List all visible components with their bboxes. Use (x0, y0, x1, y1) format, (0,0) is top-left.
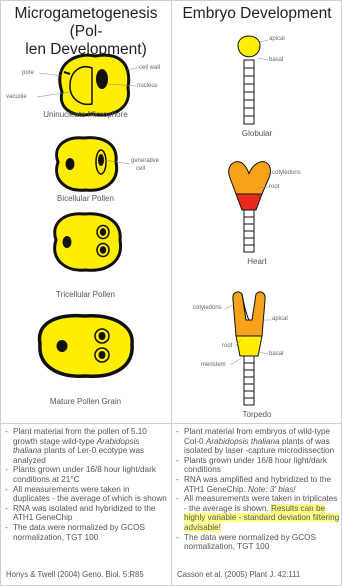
label-torpedo-root: root (222, 343, 232, 349)
apical-leader (260, 40, 268, 42)
torpedo-basal-leader (258, 352, 268, 354)
embryo-note-material: Plant material from embryos of wild-type… (175, 427, 340, 456)
uninucleate-microspore (60, 55, 129, 115)
pollen-note-material: Plant material from the pollen of 5.10 g… (4, 427, 168, 465)
label-torpedo-cotyledons: cotyledons (193, 305, 222, 311)
basal-leader (258, 58, 268, 60)
embryo-note-normalization: The data were normalized by GCOS normali… (175, 533, 340, 552)
caption-bicellular: Bicellular Pollen (0, 194, 171, 203)
torpedo-cotyledons-leader (225, 304, 234, 309)
torpedo-embryo (233, 292, 265, 405)
bicellular-pollen (57, 138, 117, 191)
embryo-citation: Casson et al. (2005) Plant J. 42:111 (177, 570, 300, 579)
pollen-citation: Honys & Twell (2004) Geno. Biol. 5:R85 (6, 570, 144, 579)
label-heart-root: root (269, 184, 279, 190)
label-heart-cotyledons: cotyledons (272, 170, 301, 176)
pollen-note-normalization: The data were normalized by GCOS normali… (4, 523, 168, 542)
pollen-notes: Plant material from the pollen of 5.10 g… (4, 427, 168, 542)
label-apical: apical (269, 36, 285, 42)
label-pore: pore (22, 70, 34, 76)
embryo-notes: Plant material from embryos of wild-type… (175, 427, 340, 552)
tricellular-pollen (55, 214, 121, 271)
embryo-note-measurements: All measurements were taken in triplicat… (175, 494, 340, 532)
embryo-note-growth: Plants grown under 16/8 hour light/dark … (175, 456, 340, 475)
label-vacuole: vacuole (6, 94, 27, 100)
pollen-note-growth: Plants grown under 16/8 hour light/dark … (4, 465, 168, 484)
label-cell-wall: cell wall (139, 65, 160, 71)
caption-tricellular: Tricellular Pollen (0, 290, 171, 299)
heart-embryo (229, 162, 271, 252)
label-nucleus: nucleus (137, 83, 158, 89)
globular-embryo (238, 36, 260, 124)
label-torpedo-basal: basal (269, 351, 283, 357)
pollen-note-measurements: All measurements were taken in duplicate… (4, 485, 168, 504)
mature-pollen-grain (40, 316, 133, 377)
label-torpedo-meristem: meristem (201, 362, 226, 368)
torpedo-meristem-leader (230, 358, 242, 365)
label-generative: generative (131, 158, 159, 164)
label-basal: basal (269, 57, 283, 63)
pollen-note-rna: RNA was isolated and hybridized to the A… (4, 504, 168, 523)
caption-globular: Globular (172, 129, 342, 138)
embryo-note-rna: RNA was amplified and hybridized to the … (175, 475, 340, 494)
caption-heart: Heart (172, 257, 342, 266)
pore-leader (39, 73, 62, 76)
label-generative-cell: cell (136, 166, 145, 172)
label-torpedo-apical: apical (272, 316, 288, 322)
caption-mature-pollen: Mature Pollen Grain (0, 397, 171, 406)
caption-torpedo: Torpedo (172, 410, 342, 419)
caption-uninucleate: Uninucleate Microphore (0, 110, 171, 119)
